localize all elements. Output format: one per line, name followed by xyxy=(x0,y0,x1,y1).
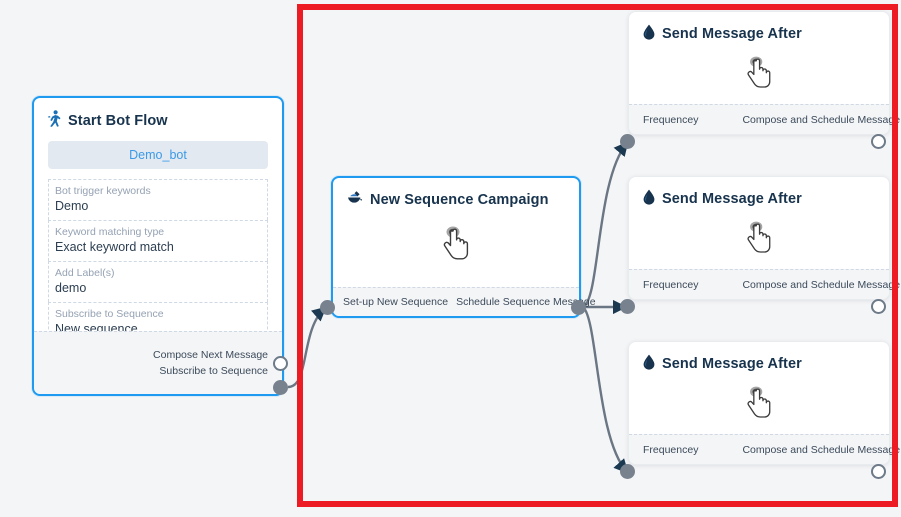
node-title-send-message-after: Send Message After xyxy=(629,177,889,215)
field-label: Subscribe to Sequence xyxy=(55,308,164,320)
campaign-cursor-zone xyxy=(333,215,579,279)
field-value: Demo xyxy=(55,199,89,213)
field-value: demo xyxy=(55,281,87,295)
field-add-labels[interactable]: Add Label(s) demo xyxy=(48,261,268,302)
field-label: Bot trigger keywords xyxy=(55,185,151,197)
pointing-hand-cursor xyxy=(743,385,775,428)
port-label-subscribe-to-sequence: Subscribe to Sequence xyxy=(159,365,268,377)
card-cursor-zone xyxy=(629,50,889,102)
node-title-new-sequence-campaign: New Sequence Campaign xyxy=(333,178,579,215)
node-title-label: Send Message After xyxy=(662,191,802,207)
port-label-compose-next-message: Compose Next Message xyxy=(153,349,268,361)
node-start-bot-flow[interactable]: Start Bot Flow Demo_bot Bot trigger keyw… xyxy=(32,96,284,396)
port-schedule-sequence-message[interactable] xyxy=(571,300,586,315)
node-title-start-bot-flow: Start Bot Flow xyxy=(34,98,282,137)
edge-start-to-campaign xyxy=(287,306,327,389)
start-bot-flow-body: Demo_bot Bot trigger keywords Demo Keywo… xyxy=(34,141,282,352)
port-compose-next-message[interactable] xyxy=(273,356,288,371)
send-message-footer: Frequencey Compose and Schedule Message xyxy=(629,434,900,464)
field-value: Exact keyword match xyxy=(55,240,174,254)
water-drop-icon xyxy=(643,24,655,44)
pointing-hand-cursor xyxy=(439,225,473,270)
node-title-label: Send Message After xyxy=(662,26,802,42)
port-frequencey-2[interactable] xyxy=(620,299,635,314)
port-label-frequencey: Frequencey xyxy=(643,278,699,291)
campaign-footer: Set-up New Sequence Schedule Sequence Me… xyxy=(333,287,596,316)
port-subscribe-to-sequence[interactable] xyxy=(273,380,288,395)
send-message-footer: Frequencey Compose and Schedule Message xyxy=(629,104,900,134)
port-label-frequencey: Frequencey xyxy=(643,113,699,126)
edge-campaign-to-card-3 xyxy=(582,306,629,474)
port-row-compose-next-message: Compose Next Message xyxy=(34,349,268,361)
field-keyword-matching-type[interactable]: Keyword matching type Exact keyword matc… xyxy=(48,220,268,261)
node-title-label: Send Message After xyxy=(662,356,802,372)
edge-campaign-to-card-1 xyxy=(582,141,629,309)
port-setup-new-sequence[interactable] xyxy=(320,300,335,315)
port-label-compose-and-schedule-message: Compose and Schedule Message xyxy=(742,113,901,126)
water-drop-icon xyxy=(643,354,655,374)
node-title-label: Start Bot Flow xyxy=(68,112,168,129)
node-send-message-after-1[interactable]: Send Message After Frequencey Compose an… xyxy=(628,11,900,135)
card-cursor-zone xyxy=(629,215,889,267)
port-label-compose-and-schedule-message: Compose and Schedule Message xyxy=(742,443,901,456)
node-title-send-message-after: Send Message After xyxy=(629,12,889,50)
port-compose-and-schedule-message-1[interactable] xyxy=(871,134,886,149)
ink-pot-icon xyxy=(347,190,363,209)
port-row-subscribe-to-sequence: Subscribe to Sequence xyxy=(34,365,268,377)
port-label-compose-and-schedule-message: Compose and Schedule Message xyxy=(742,278,901,291)
port-frequencey-3[interactable] xyxy=(620,464,635,479)
pointing-hand-cursor xyxy=(743,55,775,98)
port-label-schedule-sequence-message: Schedule Sequence Message xyxy=(456,296,596,308)
field-label: Add Label(s) xyxy=(55,267,115,279)
node-title-label: New Sequence Campaign xyxy=(370,191,549,208)
port-label-setup-new-sequence: Set-up New Sequence xyxy=(343,296,449,308)
water-drop-icon xyxy=(643,189,655,209)
field-label: Keyword matching type xyxy=(55,226,165,238)
port-compose-and-schedule-message-3[interactable] xyxy=(871,464,886,479)
field-bot-trigger-keywords[interactable]: Bot trigger keywords Demo xyxy=(48,179,268,220)
port-compose-and-schedule-message-2[interactable] xyxy=(871,299,886,314)
node-send-message-after-3[interactable]: Send Message After Frequencey Compose an… xyxy=(628,341,900,465)
node-new-sequence-campaign[interactable]: New Sequence Campaign Set-up New Sequenc… xyxy=(331,176,596,318)
send-message-footer: Frequencey Compose and Schedule Message xyxy=(629,269,900,299)
start-bot-flow-footer: Compose Next Message Subscribe to Sequen… xyxy=(34,331,282,394)
bot-name-pill[interactable]: Demo_bot xyxy=(48,141,268,169)
node-title-send-message-after: Send Message After xyxy=(629,342,889,380)
pointing-hand-cursor xyxy=(743,220,775,263)
node-send-message-after-2[interactable]: Send Message After Frequencey Compose an… xyxy=(628,176,900,300)
port-frequencey-1[interactable] xyxy=(620,134,635,149)
port-label-frequencey: Frequencey xyxy=(643,443,699,456)
running-person-icon xyxy=(48,110,61,131)
card-cursor-zone xyxy=(629,380,889,432)
